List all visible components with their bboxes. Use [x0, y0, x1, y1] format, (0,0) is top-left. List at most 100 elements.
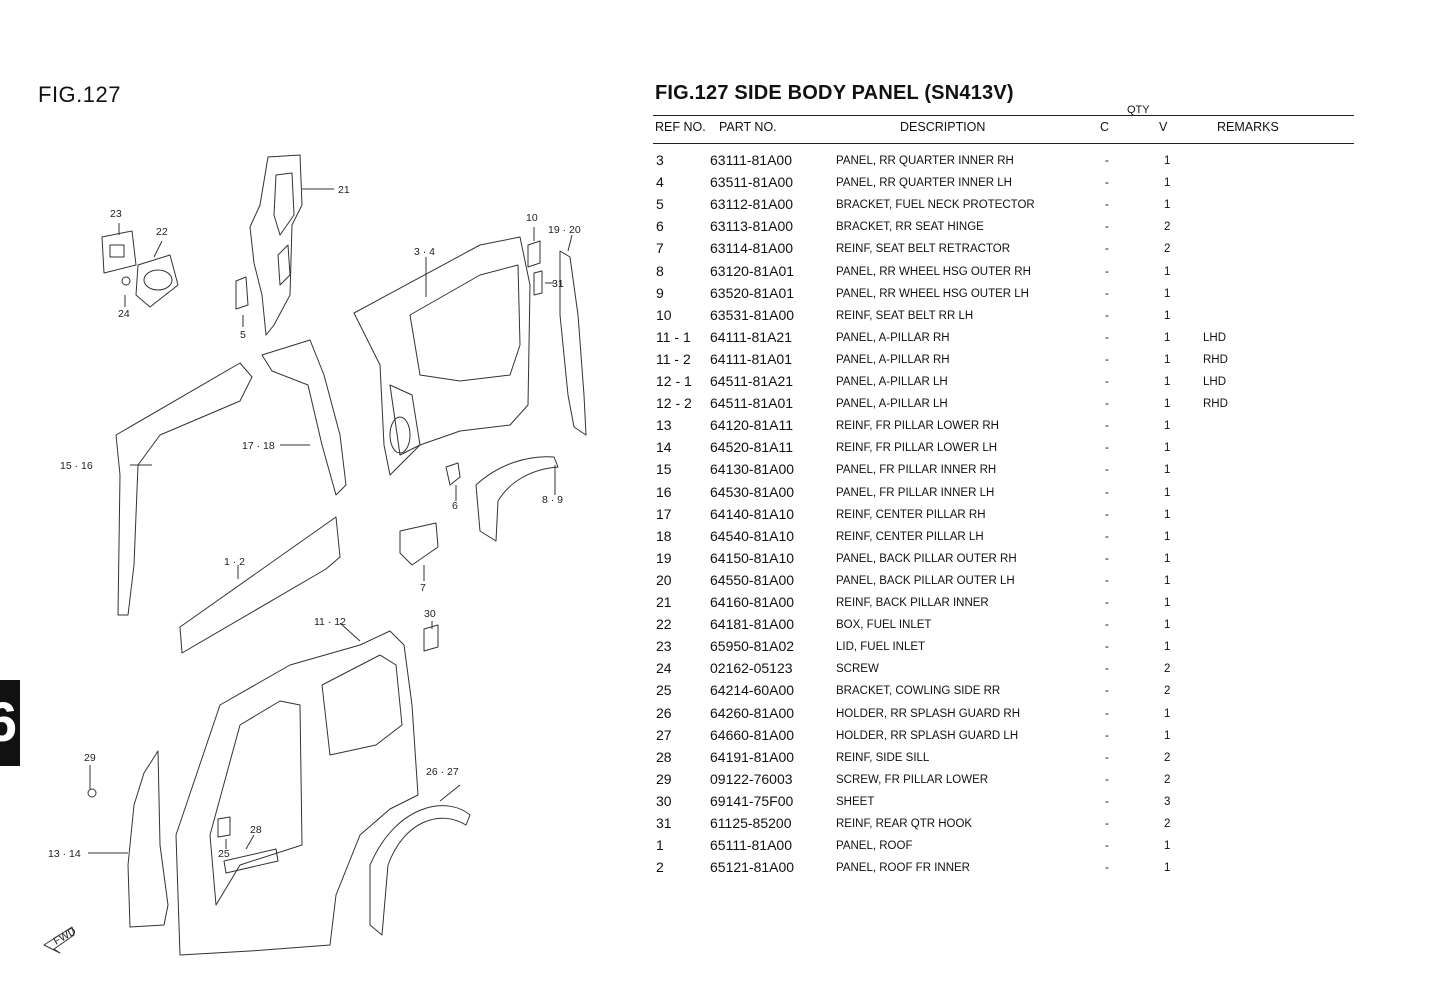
cell-qty-v: 1 — [1164, 376, 1171, 388]
cell-ref-no: 18 — [656, 527, 672, 544]
cell-qty-v: 2 — [1164, 818, 1171, 830]
cell-ref-no: 11 - 2 — [656, 350, 691, 367]
cell-ref-no: 9 — [656, 284, 664, 301]
cell-qty-v: 2 — [1164, 243, 1171, 256]
cell-qty-c: - — [1105, 751, 1109, 764]
cell-ref-no: 11 - 1 — [656, 328, 691, 345]
part-21-reinf-back-pillar-inner — [249, 154, 303, 336]
cell-qty-c: - — [1105, 309, 1109, 322]
cell-qty-c: - — [1105, 840, 1109, 853]
cell-description: REINF, SEAT BELT RR LH — [836, 309, 974, 322]
cell-part-no: 64111-81A21 — [710, 328, 792, 345]
cell-description: BOX, FUEL INLET — [836, 619, 932, 632]
cell-description: PANEL, RR QUARTER INNER RH — [836, 155, 1014, 167]
cell-part-no: 65950-81A02 — [710, 638, 795, 655]
cell-ref-no: 17 — [656, 505, 672, 522]
cell-qty-c: - — [1105, 398, 1109, 411]
cell-qty-v: 1 — [1164, 597, 1171, 609]
header-remarks: REMARKS — [1217, 120, 1279, 134]
callout-8-9: 8 · 9 — [542, 494, 563, 506]
cell-description: PANEL, FR PILLAR INNER RH — [836, 464, 997, 477]
callout-22: 22 — [156, 226, 168, 238]
header-qty-c: C — [1100, 120, 1110, 134]
cell-description: BRACKET, RR SEAT HINGE — [836, 221, 984, 234]
figure-label: FIG.127 — [38, 82, 121, 107]
cell-description: SHEET — [836, 795, 875, 808]
cell-description: REINF, REAR QTR HOOK — [836, 818, 973, 830]
cell-ref-no: 25 — [656, 682, 672, 699]
cell-part-no: 63120-81A01 — [710, 262, 795, 279]
cell-description: PANEL, A-PILLAR RH — [836, 331, 950, 344]
cell-description: REINF, SEAT BELT RETRACTOR — [836, 243, 1011, 256]
cell-qty-v: 1 — [1164, 177, 1171, 190]
cell-description: REINF, SIDE SILL — [836, 751, 930, 764]
callout-30: 30 — [424, 608, 436, 620]
cell-ref-no: 4 — [656, 174, 664, 191]
cell-description: BRACKET, FUEL NECK PROTECTOR — [836, 199, 1035, 212]
cell-ref-no: 28 — [656, 748, 672, 765]
cell-part-no: 64181-81A00 — [710, 616, 795, 633]
cell-qty-v: 1 — [1164, 707, 1171, 720]
cell-ref-no: 10 — [656, 306, 672, 323]
cell-qty-v: 2 — [1164, 663, 1171, 676]
cell-qty-v: 1 — [1164, 199, 1171, 212]
cell-ref-no: 14 — [656, 439, 672, 456]
cell-description: REINF, CENTER PILLAR LH — [836, 530, 984, 543]
cell-description: PANEL, RR WHEEL HSG OUTER LH — [836, 287, 1029, 300]
cell-part-no: 63111-81A00 — [710, 152, 792, 168]
cell-qty-c: - — [1105, 353, 1109, 366]
cell-ref-no: 21 — [656, 594, 672, 610]
cell-qty-c: - — [1105, 221, 1109, 234]
callout-25: 25 — [218, 848, 230, 860]
part-7-seat-belt-retractor — [399, 522, 439, 566]
cell-part-no: 61125-85200 — [710, 815, 792, 831]
cell-qty-v: 1 — [1164, 398, 1171, 411]
part-10-reinf-seat-belt — [527, 240, 541, 268]
cell-ref-no: 1 — [656, 837, 664, 854]
cell-qty-c: - — [1105, 155, 1109, 167]
header-ref-no: REF NO. — [655, 120, 706, 134]
cell-ref-no: 8 — [656, 262, 664, 279]
part-19-20-back-pillar-outer — [559, 250, 587, 436]
cell-qty-v: 1 — [1164, 287, 1171, 300]
callout-13-14: 13 · 14 — [48, 848, 81, 860]
cell-description: PANEL, RR QUARTER INNER LH — [836, 177, 1012, 190]
cell-qty-c: - — [1105, 773, 1109, 786]
cell-remarks: LHD — [1203, 331, 1227, 344]
cell-part-no: 65111-81A00 — [710, 837, 792, 854]
cell-description: REINF, BACK PILLAR INNER — [836, 597, 989, 609]
cell-qty-c: - — [1105, 265, 1109, 278]
callout-26-27: 26 · 27 — [426, 766, 459, 778]
cell-description: SCREW — [836, 663, 879, 676]
callout-17-18: 17 · 18 — [242, 440, 275, 452]
cell-part-no: 64214-60A00 — [710, 682, 795, 699]
cell-description: PANEL, ROOF FR INNER — [836, 862, 970, 875]
cell-qty-v: 1 — [1164, 862, 1171, 875]
part-6-rr-seat-hinge — [445, 462, 461, 486]
part-28-side-sill-reinf — [223, 848, 279, 874]
cell-qty-v: 1 — [1164, 641, 1171, 654]
cell-qty-v: 1 — [1164, 331, 1171, 344]
callout-19-20: 19 · 20 — [548, 224, 581, 236]
cell-part-no: 64530-81A00 — [710, 483, 795, 500]
cell-ref-no: 16 — [656, 483, 672, 500]
cell-remarks: RHD — [1203, 353, 1228, 366]
part-26-27-splash-guard-holder — [369, 805, 471, 936]
section-tab: 6 — [0, 680, 20, 766]
cell-description: PANEL, BACK PILLAR OUTER RH — [836, 552, 1017, 565]
cell-qty-v: 1 — [1164, 353, 1171, 366]
cell-part-no: 64511-81A01 — [710, 395, 794, 412]
